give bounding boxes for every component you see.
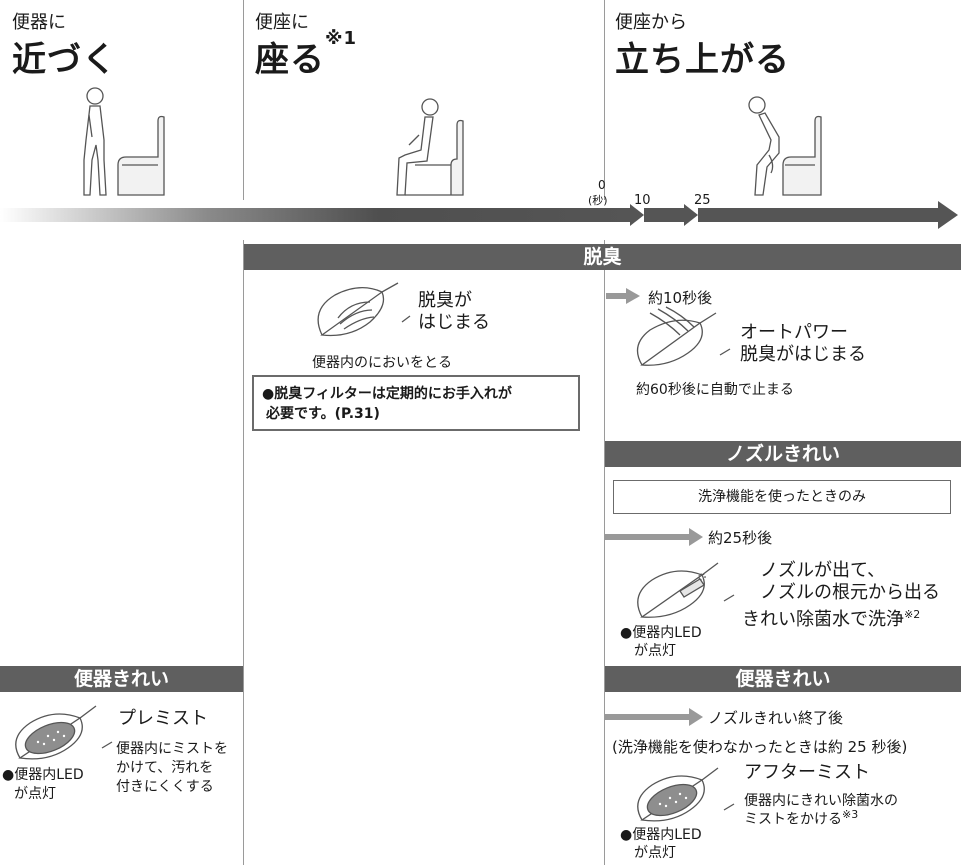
nozzle-line3: きれい除菌水で洗浄: [742, 609, 904, 630]
bowl-right-paren: (洗浄機能を使わなかったときは約 25 秒後): [612, 738, 908, 756]
person-rising-icon: [748, 96, 822, 196]
nozzle-line1: ノズルが出て、: [760, 560, 886, 581]
aftermist-desc1: 便器内にきれい除菌水の: [744, 793, 898, 809]
bowl-left-led-line1: ●便器内LED: [2, 767, 84, 783]
divider-2: [604, 0, 605, 200]
auto-deodorize-stop: 約60秒後に自動で止まる: [636, 382, 794, 398]
nozzle-led-line2: が点灯: [634, 643, 676, 659]
person-standing-icon: [83, 87, 165, 196]
bowl-right-led-line2: が点灯: [634, 845, 676, 861]
deodorize-note-line2: 必要です。(P.31): [266, 406, 380, 422]
aftermist-desc2: ミストをかける: [744, 811, 842, 828]
nozzle-line3-wrap: きれい除菌水で洗浄※2: [742, 604, 920, 630]
after-arrow-icon: [606, 288, 640, 304]
nozzle-line2: ノズルの根元から出る: [760, 582, 940, 603]
stage-sit-label: 座る: [255, 40, 325, 80]
nozzle-condition: 洗浄機能を使ったときのみ: [698, 489, 866, 505]
premist-title: プレミスト: [118, 708, 208, 729]
premist-desc1: 便器内にミストを: [116, 741, 228, 757]
timeline-unit: (秒): [588, 194, 608, 207]
auto-deodorize-line2: 脱臭がはじまる: [740, 344, 866, 365]
nozzle-after-arrow-icon: [605, 528, 703, 546]
divider-4: [604, 240, 605, 865]
aftermist-title: アフターミスト: [744, 762, 870, 783]
deodorize-bowl-icon: [317, 282, 411, 337]
stage-approach-small: 便器に: [12, 12, 66, 33]
timeline-ten: 10: [634, 193, 651, 208]
nozzle-bowl-icon: [637, 562, 735, 618]
premist-desc2: かけて、汚れを: [116, 760, 214, 776]
deodorize-start-line2: はじまる: [418, 312, 490, 333]
stage-sit-big: 座る※1: [255, 28, 357, 81]
nozzle-note: ※2: [904, 608, 921, 621]
premist-bowl-icon: [15, 705, 113, 760]
stage-approach-big: 近づく: [12, 40, 117, 80]
bowl-clean-left-header: 便器きれい: [0, 666, 243, 692]
deodorize-start-line1: 脱臭が: [418, 290, 472, 311]
auto-deodorize-line1: オートパワー: [740, 322, 848, 343]
timeline-zero: 0: [598, 178, 606, 192]
stage-sit-small: 便座に: [255, 12, 309, 33]
deodorize-header: 脱臭: [244, 244, 961, 270]
deodorize-note-line1: ●脱臭フィルターは定期的にお手入れが: [262, 386, 512, 402]
person-sitting-icon: [396, 98, 464, 196]
nozzle-condition-box: 洗浄機能を使ったときのみ: [613, 480, 951, 514]
bowl-right-after: ノズルきれい終了後: [708, 709, 844, 727]
aftermist-bowl-icon: [637, 767, 735, 822]
stage-stand-big: 立ち上がる: [615, 40, 790, 80]
nozzle-after: 約25秒後: [708, 529, 773, 547]
timeline-twentyfive: 25: [694, 193, 711, 208]
stage-sit-note: ※1: [325, 28, 358, 49]
aftermist-desc2-wrap: ミストをかける※3: [744, 808, 858, 829]
bowl-left-led-line2: が点灯: [14, 786, 56, 802]
bowl-clean-right-header: 便器きれい: [605, 666, 961, 692]
premist-desc3: 付きにくくする: [116, 779, 214, 795]
divider-3: [243, 240, 244, 865]
deodorize-caption: 便器内のにおいをとる: [312, 355, 452, 371]
bowl-right-led-line1: ●便器内LED: [620, 827, 702, 843]
stage-stand-small: 便座から: [615, 12, 687, 33]
deodorize-note-box: ●脱臭フィルターは定期的にお手入れが 必要です。(P.31): [252, 375, 580, 431]
deodorize-after: 約10秒後: [648, 289, 713, 307]
aftermist-note: ※3: [842, 808, 859, 821]
nozzle-led-line1: ●便器内LED: [620, 625, 702, 641]
bowl-after-arrow-icon: [605, 708, 703, 726]
nozzle-header: ノズルきれい: [605, 441, 961, 467]
timeline-arrow: [0, 201, 958, 229]
divider-1: [243, 0, 244, 200]
auto-deodorize-bowl-icon: [636, 306, 731, 366]
